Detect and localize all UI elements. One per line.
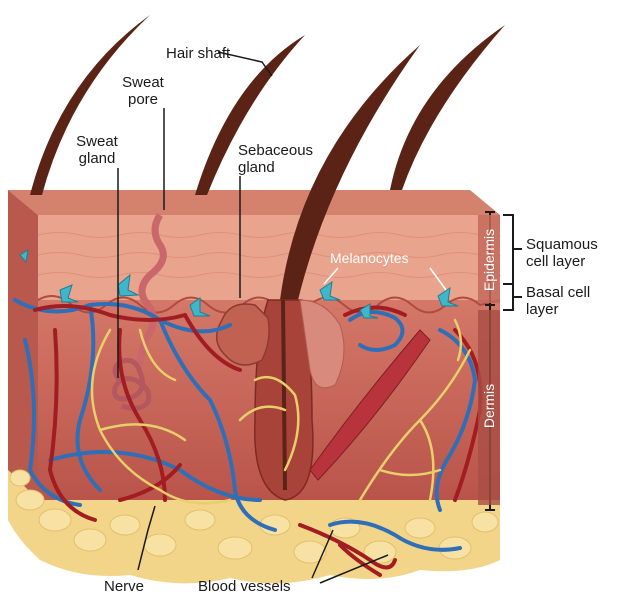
label-sweat-gland-line1: Sweat <box>72 133 122 150</box>
epidermis-layer <box>38 215 500 310</box>
label-melanocytes: Melanocytes <box>330 250 409 267</box>
skin-surface <box>8 190 500 215</box>
label-sweat-gland-line2: gland <box>72 150 122 167</box>
label-squamous-line2: cell layer <box>526 253 585 270</box>
label-nerve: Nerve <box>104 578 144 595</box>
label-hair-shaft: Hair shaft <box>166 45 230 62</box>
label-sweat-pore-line2: pore <box>120 91 166 108</box>
label-dermis: Dermis <box>481 377 497 435</box>
label-basal-line2: layer <box>526 301 559 318</box>
label-blood-vessels: Blood vessels <box>198 578 291 595</box>
label-basal-line1: Basal cell <box>526 284 590 301</box>
label-sweat-pore-line1: Sweat <box>120 74 166 91</box>
label-sebaceous-gland-line2: gland <box>238 159 275 176</box>
label-sebaceous-gland-line1: Sebaceous <box>238 142 313 159</box>
label-epidermis: Epidermis <box>481 225 497 295</box>
label-squamous-line1: Squamous <box>526 236 598 253</box>
